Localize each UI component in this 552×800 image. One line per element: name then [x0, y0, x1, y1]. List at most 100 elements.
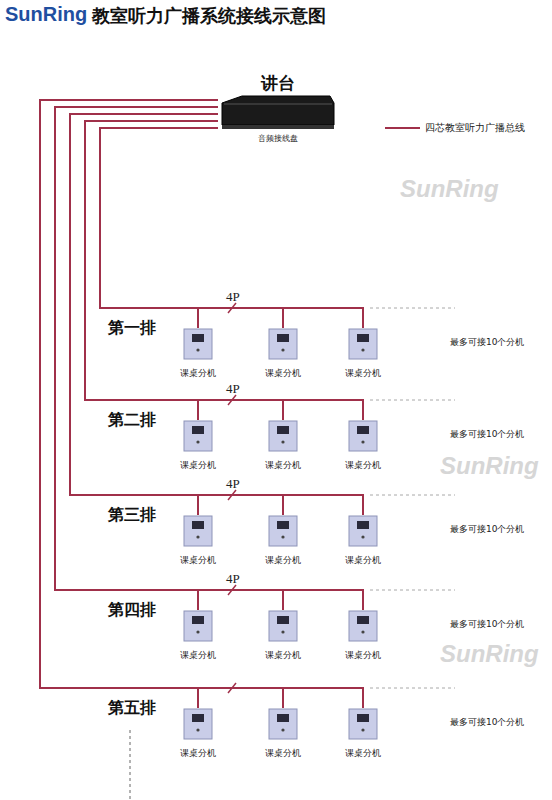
dashed-extension: [370, 308, 455, 309]
bus-wire: [55, 107, 363, 610]
bus-wire: [55, 107, 283, 610]
desk-unit-screen: [357, 616, 369, 624]
capacity-note: 最多可接10个分机: [450, 716, 524, 729]
desk-unit: 课桌分机: [331, 610, 395, 662]
desk-unit-box: [348, 708, 378, 740]
desk-unit-screen: [277, 334, 289, 342]
row-label: 第三排: [108, 505, 156, 526]
wire-count: 4P: [226, 571, 240, 587]
desk-unit: 课桌分机: [251, 708, 315, 760]
desk-unit-knob: [361, 630, 364, 633]
desk-unit-knob: [281, 535, 284, 538]
desk-unit-label: 课桌分机: [166, 649, 230, 662]
bus-wire: [100, 128, 363, 328]
console-label: 音频接线盘: [218, 133, 338, 144]
desk-unit-knob: [196, 348, 199, 351]
desk-unit-screen: [192, 521, 204, 529]
desk-unit-screen: [357, 334, 369, 342]
legend-text: 四芯教室听力广播总线: [425, 121, 525, 135]
desk-unit: 课桌分机: [166, 610, 230, 662]
desk-unit-box: [183, 610, 213, 642]
wire-count: 4P: [226, 476, 240, 492]
desk-unit-label: 课桌分机: [166, 367, 230, 380]
desk-unit-box: [183, 708, 213, 740]
dashed-extension: [370, 590, 455, 591]
desk-unit-knob: [361, 535, 364, 538]
desk-unit-box: [268, 610, 298, 642]
desk-unit-screen: [357, 426, 369, 434]
desk-unit-label: 课桌分机: [251, 367, 315, 380]
row-label: 第五排: [108, 698, 156, 719]
desk-unit-case: [269, 421, 297, 451]
desk-unit-label: 课桌分机: [166, 459, 230, 472]
desk-unit-box: [268, 515, 298, 547]
brand-logo: SunRing: [5, 3, 87, 26]
desk-unit-screen: [192, 334, 204, 342]
audio-console: 讲台音频接线盘: [218, 72, 338, 144]
desk-unit-screen: [357, 714, 369, 722]
desk-unit-box: [183, 515, 213, 547]
desk-unit-knob: [361, 728, 364, 731]
bus-wire: [40, 100, 218, 708]
bus-wire: [70, 114, 283, 515]
desk-unit: 课桌分机: [251, 610, 315, 662]
bus-wire: [85, 121, 363, 420]
desk-unit-label: 课桌分机: [331, 554, 395, 567]
console-body: [222, 96, 334, 125]
diagram-title: 教室听力广播系统接线示意图: [92, 4, 326, 28]
desk-unit-case: [269, 611, 297, 641]
bus-wire: [40, 100, 283, 708]
desk-unit-knob: [196, 440, 199, 443]
desk-unit-case: [184, 611, 212, 641]
desk-unit-case: [349, 421, 377, 451]
desk-unit-label: 课桌分机: [166, 554, 230, 567]
desk-unit-case: [269, 709, 297, 739]
desk-unit-label: 课桌分机: [166, 747, 230, 760]
wire-count: 4P: [226, 289, 240, 305]
desk-unit: 课桌分机: [166, 328, 230, 380]
desk-unit-screen: [357, 521, 369, 529]
bus-wire: [100, 128, 218, 328]
desk-unit-case: [349, 709, 377, 739]
desk-unit-case: [184, 709, 212, 739]
desk-unit-label: 课桌分机: [251, 649, 315, 662]
desk-unit-screen: [192, 714, 204, 722]
bus-wire: [70, 114, 218, 515]
desk-unit: 课桌分机: [166, 420, 230, 472]
watermark: SunRing: [400, 175, 499, 203]
desk-unit-label: 课桌分机: [251, 554, 315, 567]
dashed-extension: [370, 400, 455, 401]
desk-unit-knob: [361, 440, 364, 443]
bus-wire: [85, 121, 283, 420]
desk-unit-label: 课桌分机: [331, 649, 395, 662]
desk-unit-box: [268, 708, 298, 740]
desk-unit: 课桌分机: [331, 420, 395, 472]
bus-wire: [40, 100, 363, 708]
desk-unit: 课桌分机: [251, 420, 315, 472]
capacity-note: 最多可接10个分机: [450, 523, 524, 536]
row-label: 第四排: [108, 600, 156, 621]
capacity-note: 最多可接10个分机: [450, 618, 524, 631]
desk-unit-screen: [192, 426, 204, 434]
desk-unit-label: 课桌分机: [331, 367, 395, 380]
desk-unit-box: [268, 420, 298, 452]
row-label: 第二排: [108, 410, 156, 431]
console-edge: [224, 104, 332, 105]
desk-unit-knob: [281, 630, 284, 633]
desk-unit-knob: [196, 630, 199, 633]
watermark: SunRing: [440, 640, 539, 668]
desk-unit-knob: [281, 348, 284, 351]
legend-line: [385, 127, 420, 129]
console-base: [222, 125, 334, 129]
desk-unit-knob: [281, 440, 284, 443]
desk-unit-knob: [281, 728, 284, 731]
desk-unit-case: [349, 516, 377, 546]
desk-unit: 课桌分机: [251, 515, 315, 567]
wire-count: 4P: [226, 381, 240, 397]
desk-unit-box: [183, 420, 213, 452]
desk-unit-box: [183, 328, 213, 360]
desk-unit-knob: [196, 728, 199, 731]
desk-unit-screen: [192, 616, 204, 624]
desk-unit: 课桌分机: [251, 328, 315, 380]
desk-unit: 课桌分机: [331, 515, 395, 567]
